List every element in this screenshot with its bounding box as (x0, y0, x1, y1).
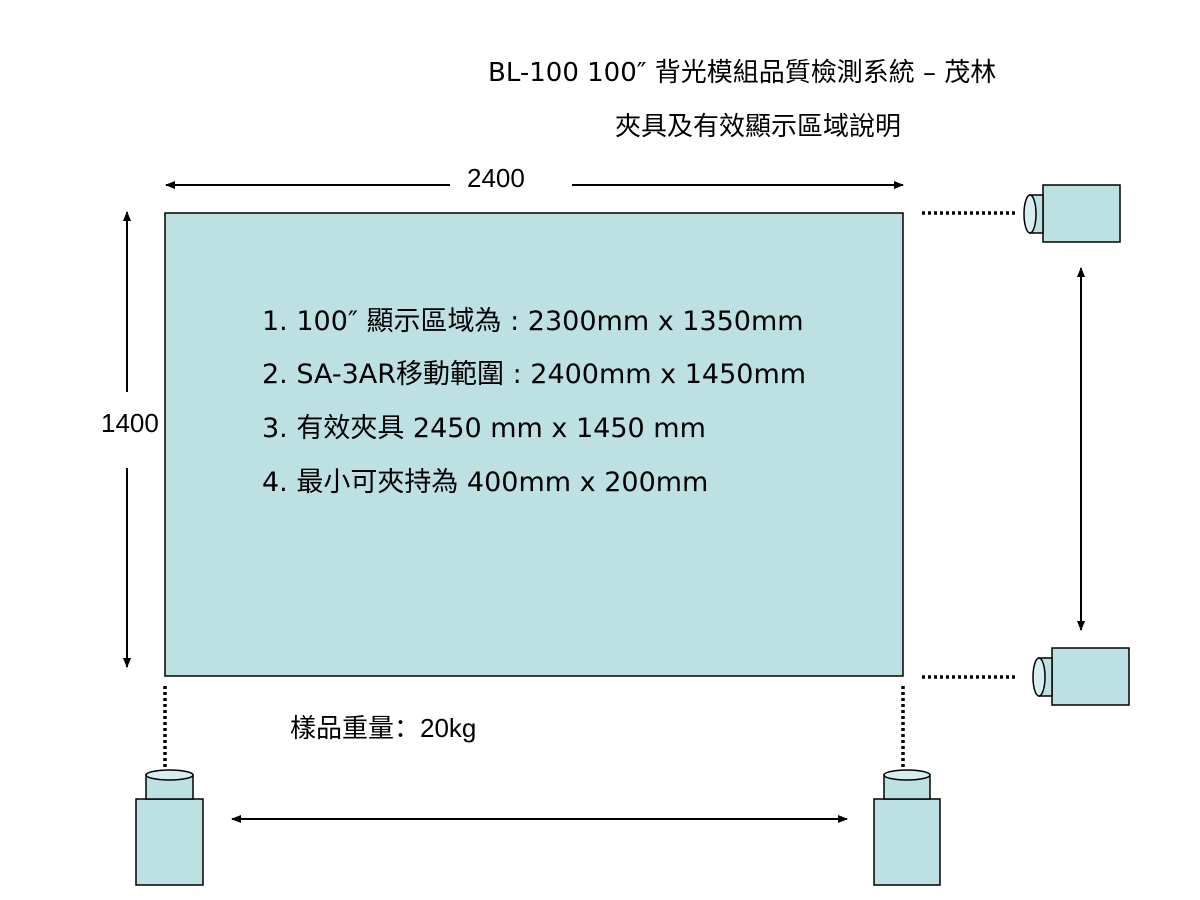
page-subtitle: 夾具及有效顯示區域說明 (615, 112, 902, 142)
spec-item-1: 1. 100″ 顯示區域為 : 2300mm x 1350mm (262, 306, 804, 337)
spec-item-2: 2. SA-3AR移動範圍 : 2400mm x 1450mm (262, 359, 807, 390)
height-label: 1400 (101, 408, 159, 438)
page-title: BL-100 100″ 背光模組品質檢測系統 – 茂林 (488, 58, 997, 88)
sample-weight-label: 樣品重量： (290, 714, 421, 744)
camera-icon-top-right (1023, 184, 1121, 243)
spec-item-4: 4. 最小可夾持為 400mm x 200mm (262, 467, 709, 498)
display-panel (164, 212, 904, 677)
spec-item-3: 3. 有效夾具 2450 mm x 1450 mm (262, 413, 706, 444)
camera-icon-bottom-center (873, 769, 941, 886)
camera-icon-bottom-right (1032, 647, 1130, 706)
dotted-guides (163, 211, 1015, 770)
camera-icon-bottom-left (135, 769, 204, 886)
sample-weight-value: 20kg (420, 713, 477, 743)
width-label: 2400 (467, 163, 525, 193)
sample-weight: 樣品重量：20kg (290, 708, 476, 745)
